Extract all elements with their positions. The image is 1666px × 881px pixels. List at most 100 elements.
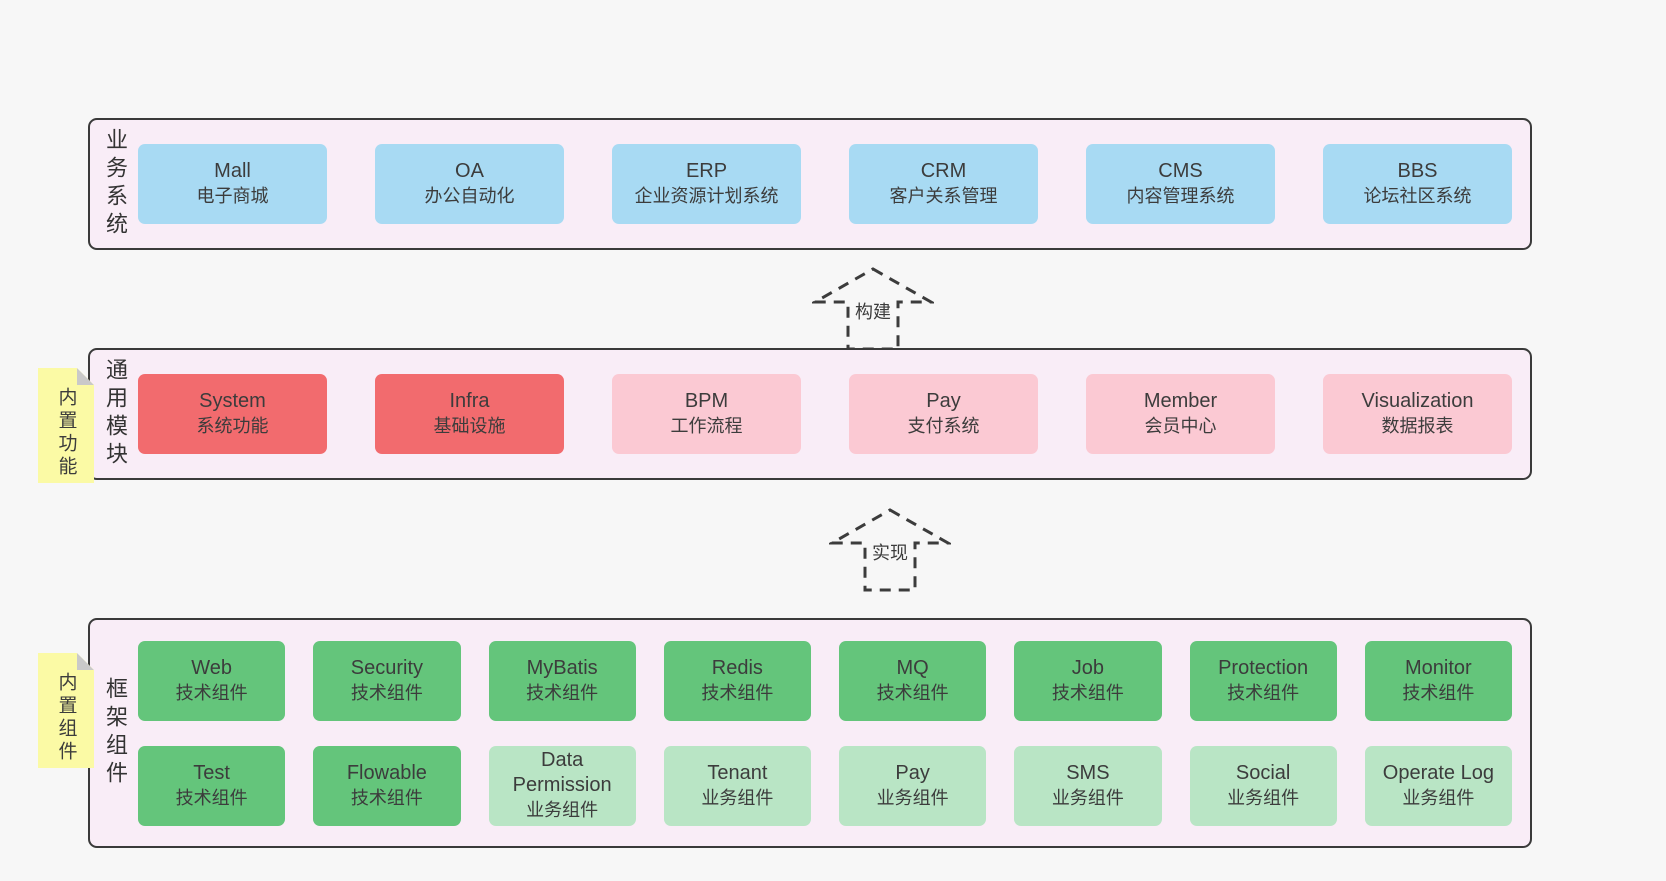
framework-box-row-1: Web 技术组件 Security 技术组件 MyBatis 技术组件 Redi… bbox=[138, 640, 1512, 721]
box-title: Mall bbox=[214, 160, 251, 182]
box-title: Member bbox=[1143, 390, 1218, 412]
note-label: 内置组件 bbox=[55, 671, 77, 764]
box-infra: Infra 基础设施 bbox=[375, 374, 564, 454]
box-crm: CRM 客户关系管理 bbox=[849, 144, 1038, 224]
box-subtitle: 基础设施 bbox=[433, 416, 506, 436]
layer-common-modules: 通用模块 System 系统功能 Infra 基础设施 BPM 工作流程 Pay… bbox=[88, 348, 1532, 480]
box-subtitle: 办公自动化 bbox=[424, 186, 515, 206]
box-system: System 系统功能 bbox=[138, 374, 327, 454]
note-label: 内置功能 bbox=[55, 386, 77, 479]
box-subtitle: 技术组件 bbox=[876, 682, 949, 703]
box-subtitle: 技术组件 bbox=[1402, 682, 1475, 703]
box-subtitle: 技术组件 bbox=[1227, 682, 1300, 703]
box-erp: ERP 企业资源计划系统 bbox=[612, 144, 801, 224]
box-subtitle: 数据报表 bbox=[1381, 416, 1454, 436]
implement-arrow: 实现 bbox=[829, 506, 951, 594]
box-subtitle: 技术组件 bbox=[175, 787, 248, 808]
box-tenant: Tenant 业务组件 bbox=[663, 745, 811, 826]
box-operate-log: Operate Log 业务组件 bbox=[1364, 745, 1512, 826]
box-subtitle: 技术组件 bbox=[175, 682, 248, 703]
box-title: CMS bbox=[1158, 160, 1203, 182]
box-mq: MQ 技术组件 bbox=[839, 640, 987, 721]
box-subtitle: 内容管理系统 bbox=[1126, 186, 1235, 206]
layer-modules-label: 通用模块 bbox=[103, 358, 128, 470]
box-subtitle: 论坛社区系统 bbox=[1363, 186, 1472, 206]
box-test: Test 技术组件 bbox=[138, 745, 286, 826]
box-title: Infra bbox=[449, 390, 490, 412]
box-social: Social 业务组件 bbox=[1189, 745, 1337, 826]
box-bbs: BBS 论坛社区系统 bbox=[1323, 144, 1512, 224]
framework-box-row-2: Test 技术组件 Flowable 技术组件 Data Permission … bbox=[138, 745, 1512, 826]
box-subtitle: 业务组件 bbox=[701, 787, 774, 808]
box-subtitle: 业务组件 bbox=[1051, 787, 1124, 808]
layer-business-systems: 业务系统 Mall 电子商城 OA 办公自动化 ERP 企业资源计划系统 CRM… bbox=[88, 118, 1532, 250]
build-arrow-label: 构建 bbox=[852, 297, 894, 325]
box-title: SMS bbox=[1066, 761, 1110, 784]
builtin-components-note: 内置组件 bbox=[38, 653, 94, 768]
box-title: Security bbox=[350, 656, 423, 679]
implement-arrow-label: 实现 bbox=[869, 538, 911, 566]
box-subtitle: 技术组件 bbox=[350, 787, 423, 808]
box-title: Web bbox=[191, 656, 232, 679]
box-title: OA bbox=[455, 160, 484, 182]
box-cms: CMS 内容管理系统 bbox=[1086, 144, 1275, 224]
box-title: Social bbox=[1235, 761, 1291, 784]
box-title: Pay bbox=[895, 761, 930, 784]
box-subtitle: 业务组件 bbox=[876, 787, 949, 808]
box-monitor: Monitor 技术组件 bbox=[1364, 640, 1512, 721]
box-title: MQ bbox=[896, 656, 929, 679]
box-subtitle: 技术组件 bbox=[701, 682, 774, 703]
box-title: Redis bbox=[711, 656, 763, 679]
up-arrow-icon bbox=[829, 508, 951, 592]
box-title: System bbox=[199, 390, 266, 412]
box-redis: Redis 技术组件 bbox=[663, 640, 811, 721]
box-subtitle: 技术组件 bbox=[1051, 682, 1124, 703]
layer-framework-label: 框架组件 bbox=[103, 677, 128, 789]
builtin-features-note: 内置功能 bbox=[38, 368, 94, 483]
box-subtitle: 业务组件 bbox=[526, 800, 599, 820]
box-subtitle: 工作流程 bbox=[670, 416, 743, 436]
box-title: Operate Log bbox=[1382, 761, 1494, 784]
box-data-permission: Data Permission 业务组件 bbox=[488, 745, 636, 826]
business-box-row: Mall 电子商城 OA 办公自动化 ERP 企业资源计划系统 CRM 客户关系… bbox=[138, 144, 1512, 224]
layer-business-label: 业务系统 bbox=[103, 128, 128, 240]
box-title: Job bbox=[1071, 656, 1104, 679]
box-subtitle: 系统功能 bbox=[196, 416, 269, 436]
box-title: Monitor bbox=[1405, 656, 1472, 679]
box-subtitle: 业务组件 bbox=[1227, 787, 1300, 808]
box-web: Web 技术组件 bbox=[138, 640, 286, 721]
box-title: Tenant bbox=[707, 761, 768, 784]
box-oa: OA 办公自动化 bbox=[375, 144, 564, 224]
box-subtitle: 业务组件 bbox=[1402, 787, 1475, 808]
box-protection: Protection 技术组件 bbox=[1189, 640, 1337, 721]
box-title: MyBatis bbox=[526, 656, 598, 679]
box-title: CRM bbox=[920, 160, 967, 182]
box-subtitle: 会员中心 bbox=[1144, 416, 1217, 436]
layer-framework-components: 框架组件 Web 技术组件 Security 技术组件 MyBatis 技术组件… bbox=[88, 618, 1532, 848]
box-bpm: BPM 工作流程 bbox=[612, 374, 801, 454]
box-flowable: Flowable 技术组件 bbox=[313, 745, 461, 826]
box-title: Protection bbox=[1218, 656, 1309, 679]
box-pay-module: Pay 支付系统 bbox=[849, 374, 1038, 454]
box-title: Flowable bbox=[346, 761, 427, 784]
box-subtitle: 技术组件 bbox=[350, 682, 423, 703]
box-subtitle: 支付系统 bbox=[907, 416, 980, 436]
box-title: Visualization bbox=[1361, 390, 1474, 412]
box-security: Security 技术组件 bbox=[313, 640, 461, 721]
box-mall: Mall 电子商城 bbox=[138, 144, 327, 224]
box-title: BBS bbox=[1397, 160, 1438, 182]
box-job: Job 技术组件 bbox=[1014, 640, 1162, 721]
box-subtitle: 客户关系管理 bbox=[889, 186, 998, 206]
box-mybatis: MyBatis 技术组件 bbox=[488, 640, 636, 721]
box-sms: SMS 业务组件 bbox=[1014, 745, 1162, 826]
box-member: Member 会员中心 bbox=[1086, 374, 1275, 454]
box-pay-component: Pay 业务组件 bbox=[839, 745, 987, 826]
box-title: ERP bbox=[685, 160, 728, 182]
box-subtitle: 电子商城 bbox=[196, 186, 269, 206]
build-arrow: 构建 bbox=[812, 265, 934, 353]
box-subtitle: 企业资源计划系统 bbox=[634, 186, 779, 206]
box-title: BPM bbox=[684, 390, 729, 412]
box-subtitle: 技术组件 bbox=[526, 682, 599, 703]
framework-box-rows: Web 技术组件 Security 技术组件 MyBatis 技术组件 Redi… bbox=[138, 640, 1512, 826]
